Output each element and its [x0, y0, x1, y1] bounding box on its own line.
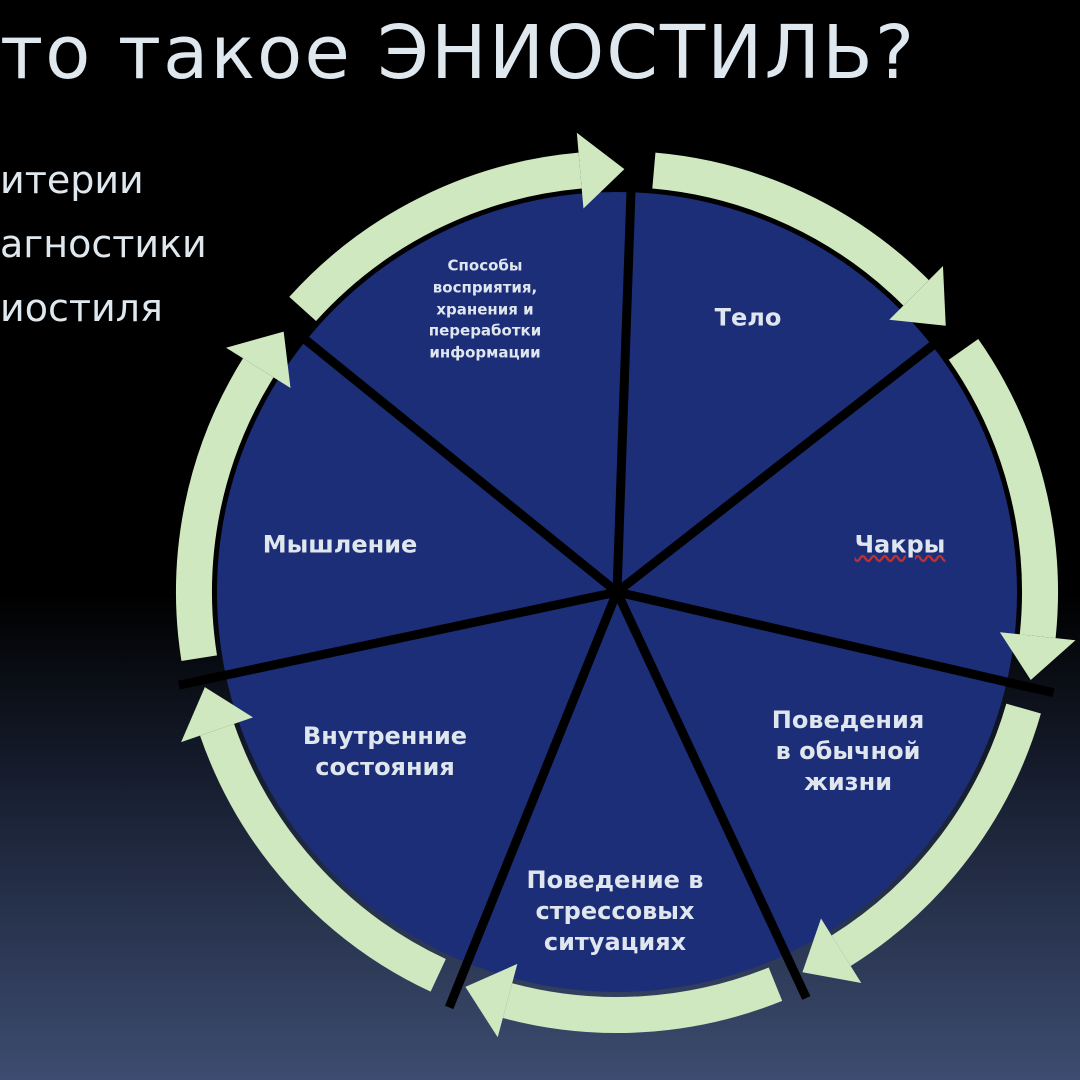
- segment-divider: [612, 144, 638, 593]
- wheel-center: [607, 582, 627, 602]
- ring-arrowhead-icon: [465, 963, 518, 1038]
- ring-arc: [289, 152, 582, 322]
- ring-arc: [176, 358, 274, 661]
- segment-label-body: Тело: [714, 303, 782, 332]
- ring-arrowhead-icon: [802, 918, 862, 983]
- segment-divider: [615, 587, 1055, 698]
- subtitle-line-3: иостиля: [0, 286, 163, 330]
- segment-divider: [612, 590, 811, 1000]
- ring-arrowhead-icon: [999, 632, 1076, 680]
- wheel-segment: [467, 592, 787, 992]
- segment-divider: [614, 312, 973, 596]
- ring-arc: [948, 339, 1058, 639]
- wheel-segment: [306, 192, 631, 592]
- ring-arrowhead-icon: [226, 331, 291, 388]
- segment-label-chakras: Чакры: [854, 530, 946, 559]
- ring-arc: [502, 967, 783, 1033]
- wheel-segment: [617, 192, 933, 593]
- segment-label-thinking: Мышление: [262, 530, 418, 559]
- segment-label-stress-behavior: Поведение в стрессовых ситуациях: [526, 866, 704, 957]
- segment-divider: [445, 590, 622, 1010]
- ring-arc: [831, 703, 1041, 966]
- ring-arrowhead-icon: [576, 132, 625, 209]
- ring-arrowhead-icon: [889, 266, 946, 326]
- wheel-segment: [225, 592, 617, 963]
- wheel-segment: [617, 345, 1017, 682]
- segment-divider: [266, 306, 620, 596]
- ring-arrowhead-icon: [181, 687, 253, 743]
- subtitle-line-2: агностики: [0, 222, 207, 266]
- wheel-segment: [617, 592, 1007, 955]
- segment-label-inner-states: Внутренние состояния: [302, 721, 468, 781]
- subtitle-line-1: итерии: [0, 158, 144, 202]
- page-title: то такое ЭНИОСТИЛЬ?: [0, 10, 917, 96]
- segment-label-information: Способы восприятия, хранения и переработ…: [428, 256, 542, 362]
- wheel-segment: [217, 340, 617, 676]
- segment-label-everyday-behavior: Поведения в обычной жизни: [771, 706, 925, 797]
- ring-arc: [200, 723, 446, 992]
- segment-divider: [177, 587, 618, 690]
- ring-arc: [652, 152, 929, 306]
